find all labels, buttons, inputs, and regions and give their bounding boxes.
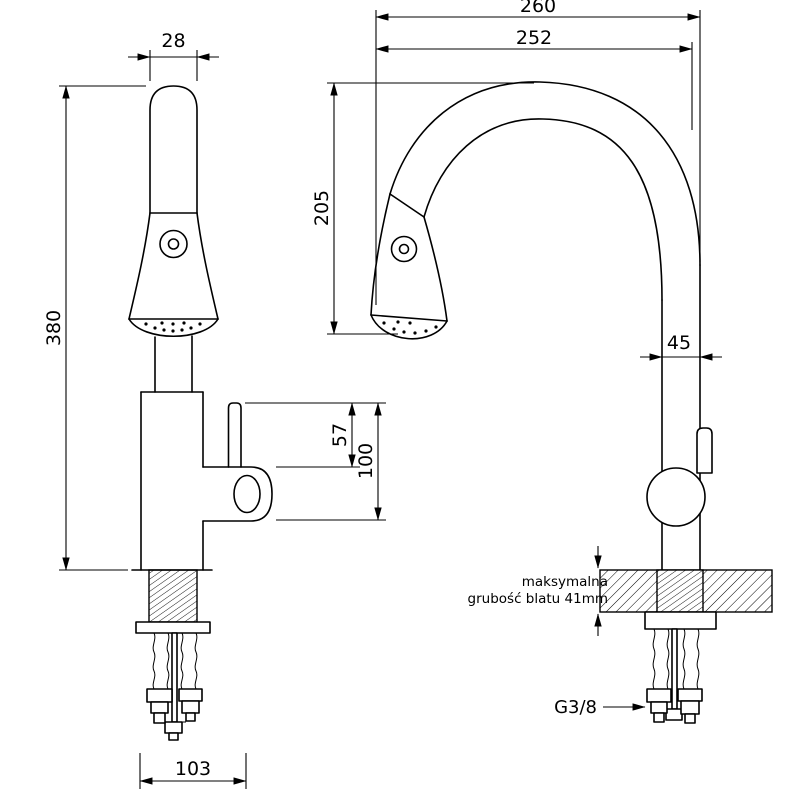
locknut [644, 611, 717, 630]
dimension-depth-260: 260 [375, 0, 701, 305]
dimension-body-width-45: 45 [640, 332, 722, 361]
dimension-spout-height-205: 205 [311, 82, 534, 335]
mounting-stud [171, 632, 178, 723]
dim-28-label: 28 [161, 30, 185, 52]
spray-face-dots [144, 321, 202, 333]
dim-45-label: 45 [667, 332, 691, 354]
side-view-mounting-hardware [644, 611, 717, 724]
dimension-height-380: 380 [43, 85, 146, 571]
handle-lever [227, 402, 242, 468]
dimension-reach-252: 252 [375, 27, 693, 130]
dim-380-label: 380 [43, 310, 65, 346]
countertop [599, 569, 773, 613]
hose-connector-side-left [646, 688, 672, 723]
dimension-handle-57: 57 [245, 402, 386, 521]
dim-103-label: 103 [175, 758, 211, 780]
mounting-stud-side [671, 628, 678, 710]
threaded-shank-side [656, 569, 704, 613]
hose-connector-right [178, 688, 203, 722]
spray-face-dots-side [382, 320, 438, 335]
counter-note-line1: maksymalna [522, 574, 608, 590]
front-view-body [131, 335, 273, 571]
hose-connector-left [146, 688, 173, 724]
spray-button-icon [159, 229, 188, 259]
dim-260-label: 260 [520, 0, 556, 17]
side-view: 260 252 205 45 maksymalna grubość bl [311, 0, 773, 724]
spray-button-side-icon [390, 235, 418, 263]
front-view: 28 380 57 100 103 [43, 30, 386, 789]
ball-joint [646, 467, 706, 527]
dimension-body-100: 100 [355, 402, 382, 521]
thread-size-label: G3/8 [554, 697, 597, 718]
front-view-spray-head [128, 85, 219, 337]
thread-callout: G3/8 [554, 697, 646, 718]
dim-100-label: 100 [355, 443, 377, 479]
side-view-spout [370, 81, 701, 340]
counter-note-line2: grubość blatu 41mm [468, 591, 608, 607]
handle-joint [202, 466, 273, 522]
handle-lever-side [696, 427, 713, 474]
dim-205-label: 205 [311, 190, 333, 226]
threaded-shank [148, 569, 198, 623]
side-view-body [646, 264, 713, 571]
front-view-mounting-hardware [135, 569, 211, 741]
dimension-width-28: 28 [128, 30, 219, 81]
dimension-base-103: 103 [139, 753, 247, 789]
dim-57-label: 57 [329, 423, 351, 447]
countertop-thickness-annotation: maksymalna grubość blatu 41mm [468, 546, 608, 636]
dim-252-label: 252 [516, 27, 552, 49]
hose-connector-side-right [677, 688, 703, 724]
washer [135, 621, 211, 634]
